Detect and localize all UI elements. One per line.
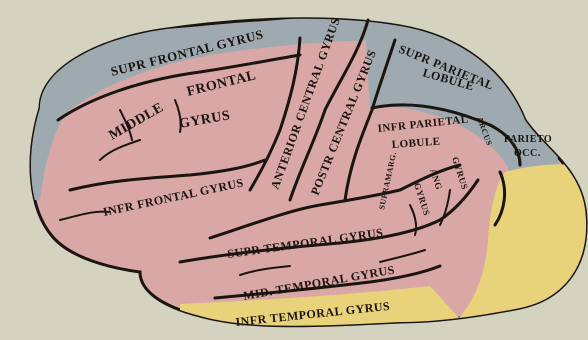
label-parieto-occ-1: PARIETO	[504, 134, 552, 145]
label-parieto-occ-2: OCC.	[514, 148, 541, 159]
